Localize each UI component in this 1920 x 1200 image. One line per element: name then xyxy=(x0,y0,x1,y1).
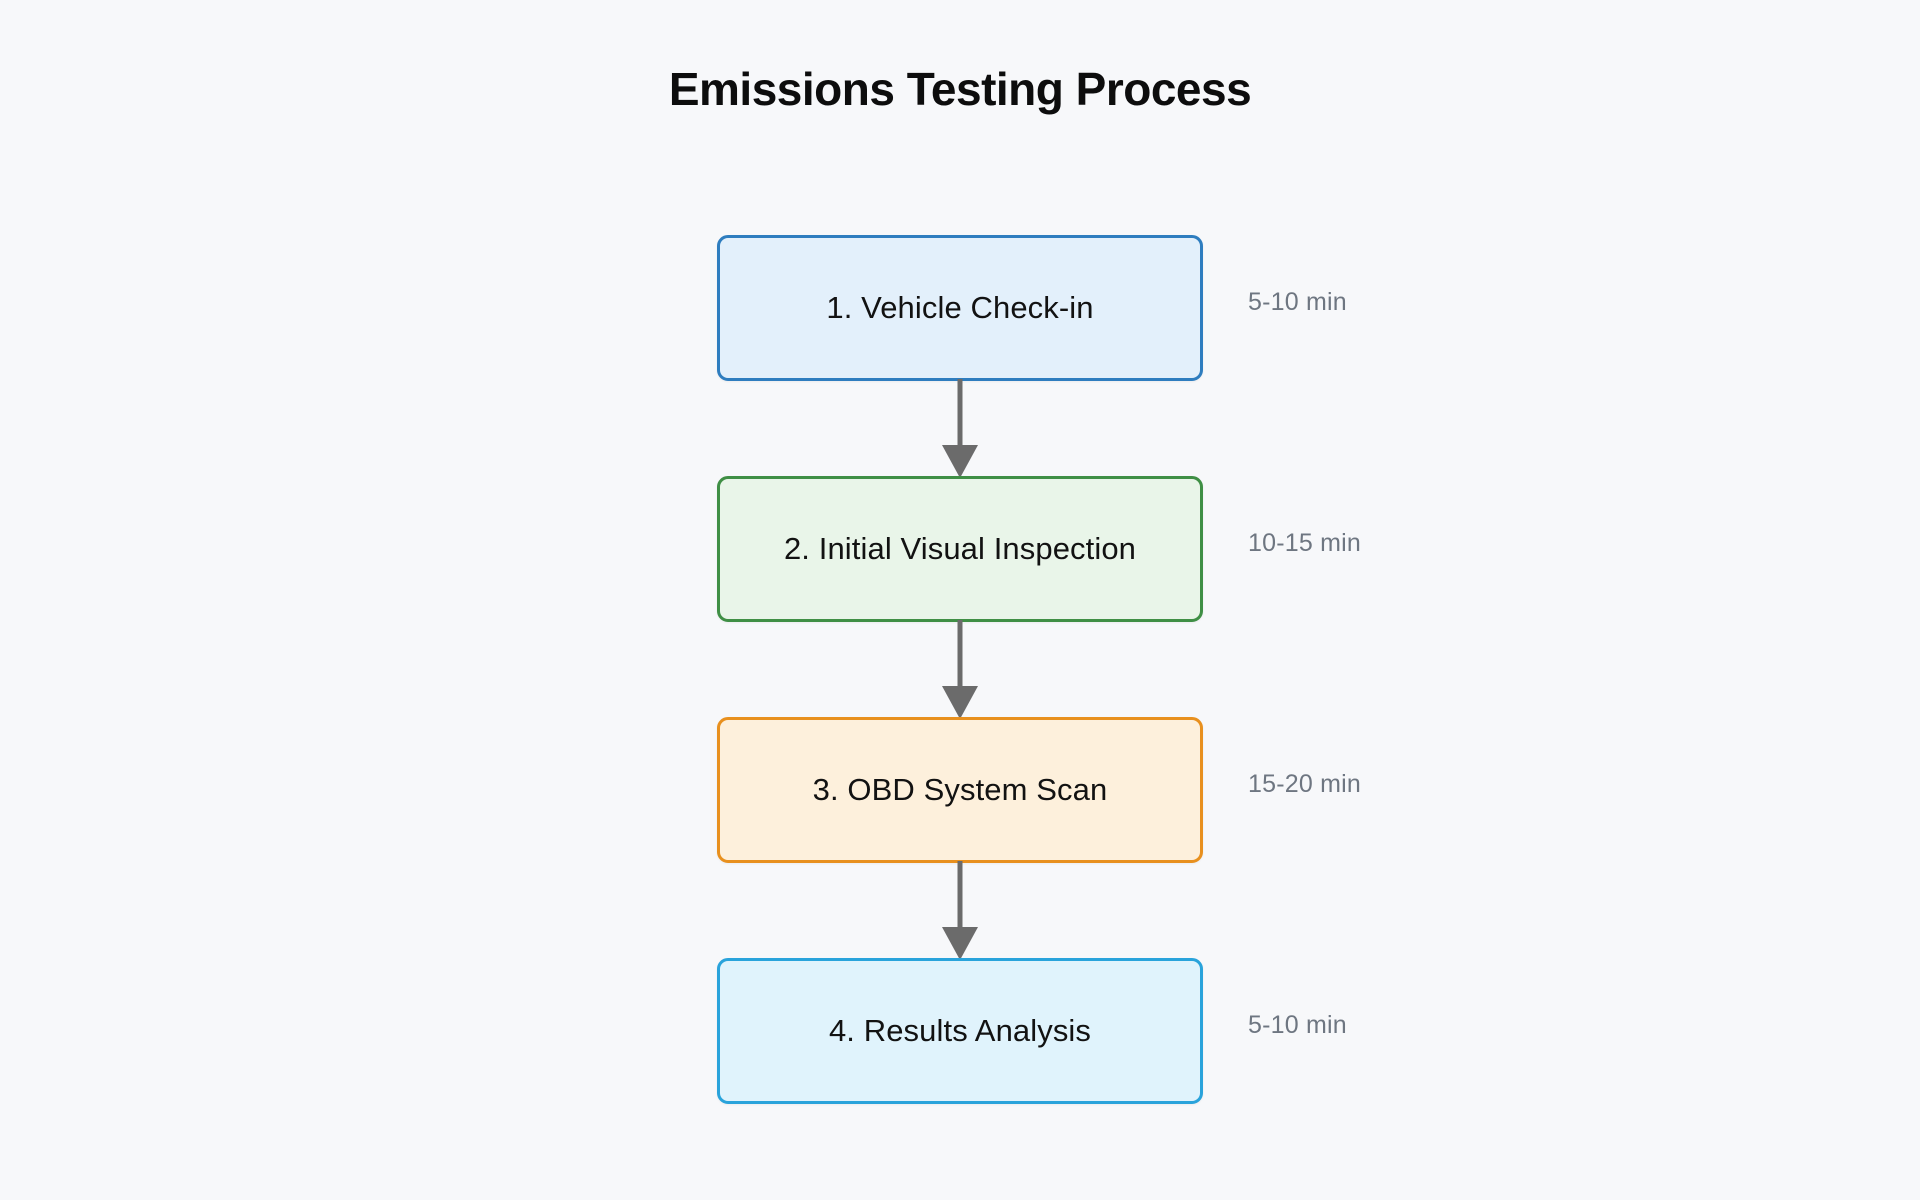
node-label: 4. Results Analysis xyxy=(828,1013,1092,1048)
flow-step-1: 1. Vehicle Check-in xyxy=(717,235,1203,381)
connector-arrow-1-to-2 xyxy=(717,379,1203,478)
flowchart-node-column: 1. Vehicle Check-in 2. Initial Visual In… xyxy=(717,235,1203,1104)
flow-step-3: 3. OBD System Scan xyxy=(717,717,1203,863)
process-node-obd-system-scan[interactable]: 3. OBD System Scan xyxy=(717,717,1203,863)
connector-arrow-2-to-3 xyxy=(717,620,1203,719)
connector-arrow-3-to-4 xyxy=(717,861,1203,960)
node-label: 2. Initial Visual Inspection xyxy=(783,531,1137,566)
flow-step-4: 4. Results Analysis xyxy=(717,958,1203,1104)
process-node-initial-visual-inspection[interactable]: 2. Initial Visual Inspection xyxy=(717,476,1203,622)
page-title: Emissions Testing Process xyxy=(668,63,1252,115)
node-label: 3. OBD System Scan xyxy=(812,772,1108,807)
duration-label-step-2: 10-15 min xyxy=(1248,529,1361,557)
process-node-results-analysis[interactable]: 4. Results Analysis xyxy=(717,958,1203,1104)
flow-step-2: 2. Initial Visual Inspection xyxy=(717,476,1203,622)
duration-label-step-1: 5-10 min xyxy=(1248,288,1347,316)
duration-label-step-3: 15-20 min xyxy=(1248,770,1361,798)
arrow-down-icon xyxy=(942,620,978,719)
duration-label-step-4: 5-10 min xyxy=(1248,1011,1347,1039)
arrow-down-icon xyxy=(942,861,978,960)
arrow-down-icon xyxy=(942,379,978,478)
process-node-vehicle-check-in[interactable]: 1. Vehicle Check-in xyxy=(717,235,1203,381)
node-label: 1. Vehicle Check-in xyxy=(826,290,1094,325)
